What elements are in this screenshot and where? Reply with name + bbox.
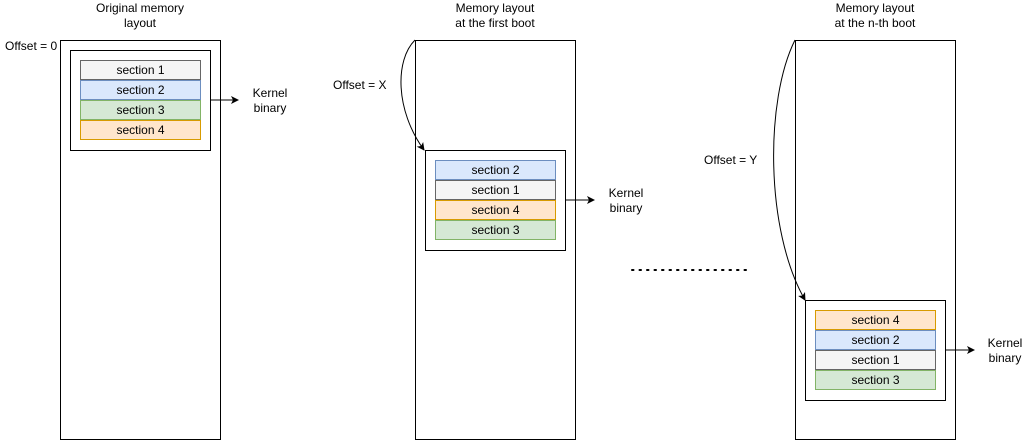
- title-line-1: Memory layout: [455, 1, 535, 15]
- kernel-label-line-2: binary: [609, 201, 643, 215]
- section-box: section 2: [435, 160, 556, 180]
- section-box: section 1: [80, 60, 201, 80]
- section-box: section 1: [815, 350, 936, 370]
- section-box: section 1: [435, 180, 556, 200]
- title-first-boot: Memory layout at the first boot: [415, 1, 575, 31]
- kernel-label-line-1: Kernel: [987, 336, 1023, 350]
- kernel-binary-label-first-boot: Kernel binary: [601, 186, 651, 216]
- title-line-1: Original memory: [95, 1, 185, 15]
- title-line-1: Memory layout: [835, 1, 915, 15]
- section-box: section 3: [435, 220, 556, 240]
- title-original: Original memory layout: [60, 1, 220, 31]
- section-box: section 4: [435, 200, 556, 220]
- offset-y-curve-arrow: [773, 39, 806, 301]
- kernel-label-line-2: binary: [253, 101, 287, 115]
- kernel-label-line-1: Kernel: [608, 186, 644, 200]
- title-line-2: at the n-th boot: [834, 16, 916, 30]
- section-box: section 2: [815, 330, 936, 350]
- section-box: section 2: [80, 80, 201, 100]
- section-box: section 3: [815, 370, 936, 390]
- kernel-binary-label-nth-boot: Kernel binary: [980, 336, 1030, 366]
- title-line-2: layout: [123, 16, 157, 30]
- kernel-binary-label-original: Kernel binary: [245, 86, 295, 116]
- offset-label-0: Offset = 0: [5, 39, 58, 53]
- kernel-label-line-2: binary: [988, 351, 1022, 365]
- title-line-2: at the first boot: [455, 16, 535, 30]
- kernel-label-line-1: Kernel: [252, 86, 288, 100]
- section-box: section 4: [815, 310, 936, 330]
- offset-label-x: Offset = X: [333, 78, 387, 92]
- section-box: section 3: [80, 100, 201, 120]
- title-nth-boot: Memory layout at the n-th boot: [795, 1, 955, 31]
- offset-x-curve-arrow: [400, 39, 425, 151]
- section-box: section 4: [80, 120, 201, 140]
- offset-label-y: Offset = Y: [704, 153, 758, 167]
